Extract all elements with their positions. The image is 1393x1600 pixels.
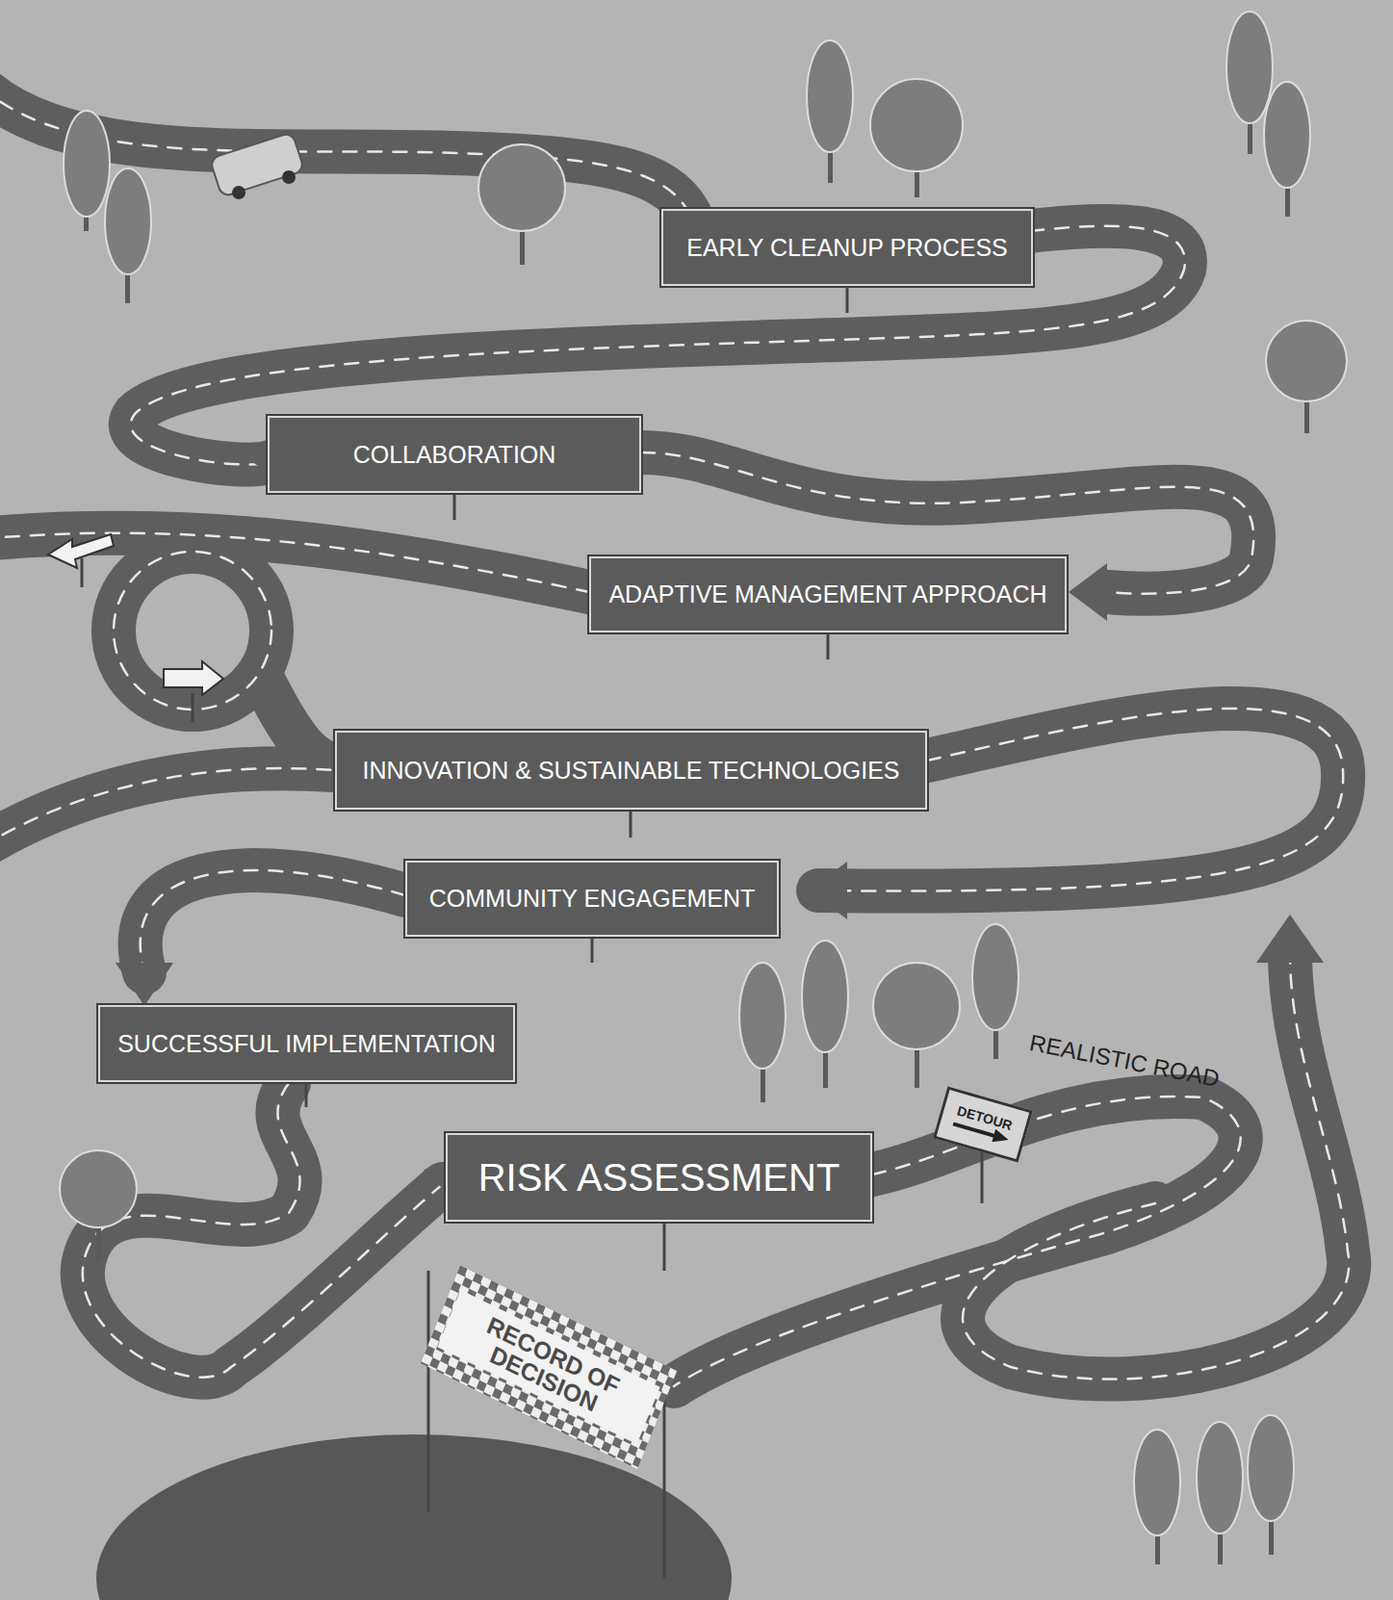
road-sign: RISK ASSESSMENT [445, 1133, 873, 1222]
road [0, 86, 1349, 1387]
road-sign: INNOVATION & SUSTAINABLE TECHNOLOGIES [335, 730, 928, 810]
car [209, 131, 306, 200]
sign-text: EARLY CLEANUP PROCESS [686, 233, 1007, 262]
tree [59, 11, 1347, 1565]
road-arrow [115, 438, 1324, 1204]
arrow-sign [48, 534, 224, 696]
sign-text: RECORD OF DECISION [448, 1299, 650, 1436]
sign-post [81, 285, 982, 1579]
sign-text: RISK ASSESSMENT [478, 1156, 841, 1200]
road-sign: EARLY CLEANUP PROCESS [661, 208, 1033, 286]
road-name: REALISTIC ROAD [1027, 1029, 1222, 1093]
finish-banner: RECORD OF DECISION [420, 1264, 677, 1470]
sign-text: SUCCESSFUL IMPLEMENTATION [117, 1030, 496, 1058]
sign-text: COMMUNITY ENGAGEMENT [429, 884, 755, 913]
sign-text: ADAPTIVE MANAGEMENT APPROACH [608, 580, 1047, 609]
road-sign: COMMUNITY ENGAGEMENT [405, 860, 779, 937]
sign-text: COLLABORATION [353, 440, 557, 469]
sign-text: INNOVATION & SUSTAINABLE TECHNOLOGIES [362, 756, 901, 785]
road-sign: SUCCESSFUL IMPLEMENTATION [98, 1005, 516, 1083]
banner-panel: RECORD OF DECISION [437, 1289, 660, 1445]
detour-sign: DETOUR [932, 1085, 1033, 1162]
road-sign: ADAPTIVE MANAGEMENT APPROACH [589, 556, 1067, 633]
road-sign: COLLABORATION [267, 415, 642, 493]
